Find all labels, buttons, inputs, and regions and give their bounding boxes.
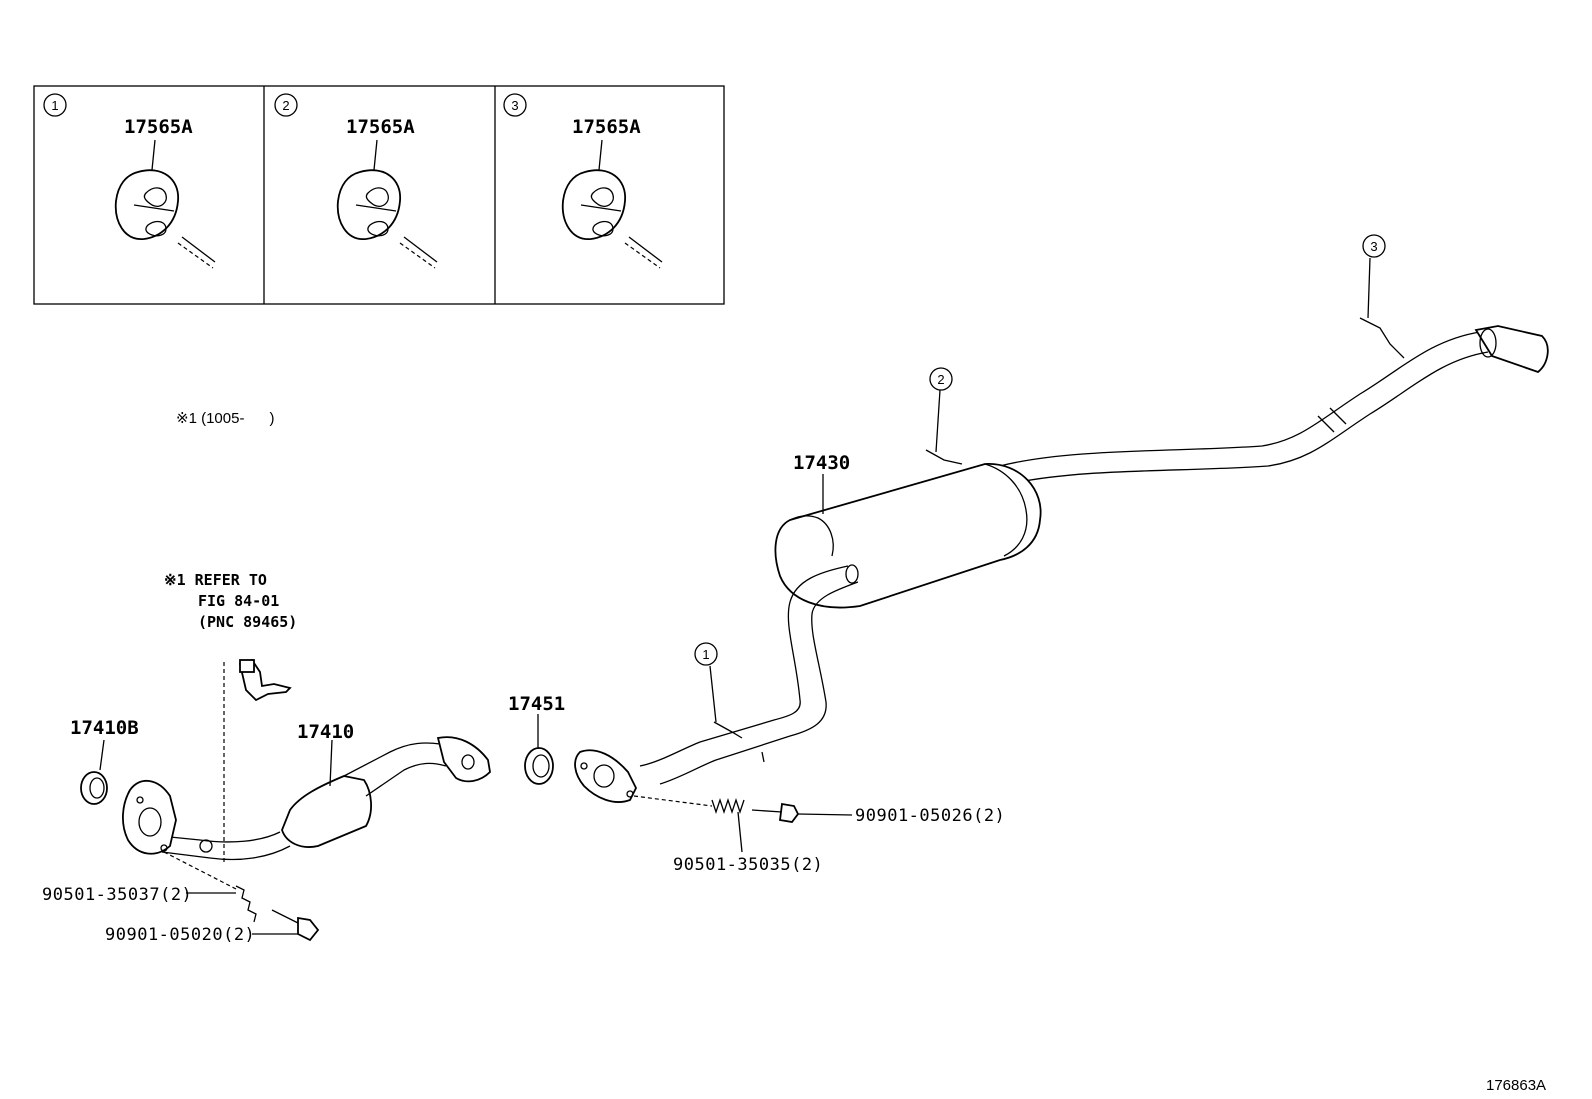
bolt-front-label: 90901-05020(2) — [105, 925, 255, 945]
note-range: ※1 (1005- ) — [176, 410, 274, 427]
inset-box-2: 2 17565A — [274, 93, 438, 269]
inset-part-label: 17565A — [124, 116, 193, 138]
rubber-hanger-icon — [561, 169, 626, 240]
svg-text:17565A: 17565A — [572, 116, 641, 138]
svg-text:3: 3 — [511, 98, 518, 113]
figure-id: 176863A — [1486, 1077, 1546, 1094]
front-fasteners: 90501-35037(2) 90901-05020(2) — [42, 851, 320, 945]
front-pipe: 17410 — [122, 721, 491, 861]
inset-panel — [33, 85, 725, 305]
inset-number: 1 — [51, 98, 58, 113]
hanger-marker-2: 2 — [937, 372, 944, 387]
hanger-marker-3: 3 — [1370, 239, 1377, 254]
spring-front-label: 90501-35037(2) — [42, 885, 192, 905]
gasket-rear-label: 17451 — [508, 693, 565, 715]
svg-text:FIG 84-01: FIG 84-01 — [198, 592, 279, 610]
tailpipe-assembly: 3 2 17430 1 — [574, 234, 1549, 803]
rubber-hanger-icon — [336, 169, 401, 240]
spring-rear-label: 90501-35035(2) — [673, 855, 823, 875]
bolt-rear-label: 90901-05026(2) — [855, 806, 1005, 826]
front-pipe-label: 17410 — [297, 721, 354, 743]
gasket-rear: 17451 — [508, 693, 565, 785]
gasket-front: 17410B — [70, 717, 139, 805]
inset-box-1: 1 17565A — [43, 93, 216, 269]
rubber-hanger-icon — [114, 169, 179, 240]
hanger-marker-1: 1 — [702, 647, 709, 662]
rear-fasteners: 90501-35035(2) 90901-05026(2) — [633, 795, 1005, 875]
refer-note: ※1 REFER TO FIG 84-01 (PNC 89465) — [164, 571, 297, 862]
inset-number-circle — [43, 93, 67, 117]
svg-text:2: 2 — [282, 98, 289, 113]
svg-text:※1 REFER TO: ※1 REFER TO — [164, 571, 267, 589]
inset-box-3: 3 17565A — [503, 93, 663, 269]
svg-text:17565A: 17565A — [346, 116, 415, 138]
gasket-front-label: 17410B — [70, 717, 139, 739]
svg-text:(PNC 89465): (PNC 89465) — [198, 613, 297, 631]
muffler-label: 17430 — [793, 452, 850, 474]
